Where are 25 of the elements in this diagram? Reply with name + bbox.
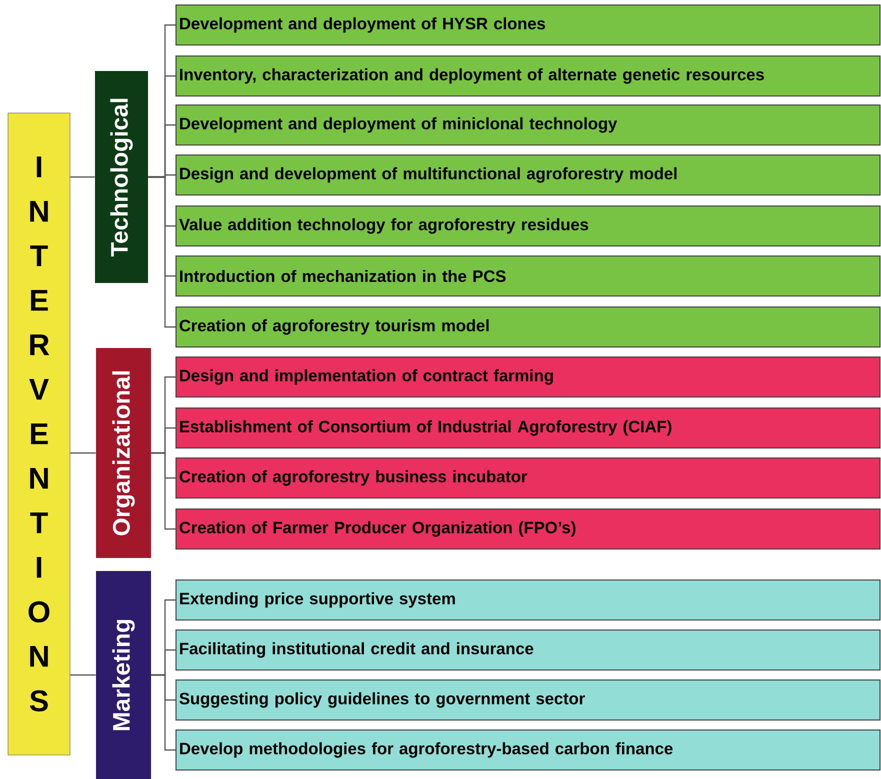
intervention-box: Creation of Farmer Producer Organization (FPO’s) — [176, 508, 880, 550]
intervention-box: Value addition technology for agroforestry residues — [176, 206, 880, 246]
intervention-box: Inventory, characterization and deployment of alternate genetic resources — [176, 56, 880, 96]
intervention-box: Establishment of Consortium of Industrial Agroforestry (CIAF) — [176, 408, 880, 448]
connector-line — [151, 452, 176, 530]
category-box: Technological — [95, 71, 148, 283]
category-box: INTERVENTIONS — [8, 112, 70, 756]
intervention-box: Facilitating institutional credit and insurance — [176, 630, 880, 670]
connector-line — [148, 176, 176, 328]
intervention-box: Extending price supportive system — [176, 580, 880, 620]
connector-line — [70, 176, 95, 178]
intervention-box: Development and deployment of miniclonal technology — [176, 104, 880, 146]
connector-line — [70, 674, 96, 676]
category-box: Organizational — [96, 348, 151, 558]
intervention-box: Development and deployment of HYSR clones — [176, 4, 880, 46]
intervention-box: Design and implementation of contract farming — [176, 356, 880, 398]
connector-line — [151, 674, 176, 751]
intervention-box: Suggesting policy guidelines to government sector — [176, 680, 880, 720]
intervention-box: Creation of agroforestry tourism model — [176, 306, 880, 348]
intervention-box: Develop methodologies for agroforestry-based carbon finance — [176, 730, 880, 770]
intervention-box: Design and development of multifunctional agroforestry model — [176, 154, 880, 196]
intervention-box: Introduction of mechanization in the PCS — [176, 256, 880, 296]
category-box: Marketing — [96, 571, 151, 779]
connector-line — [70, 452, 96, 454]
intervention-box: Creation of agroforestry business incubator — [176, 458, 880, 498]
